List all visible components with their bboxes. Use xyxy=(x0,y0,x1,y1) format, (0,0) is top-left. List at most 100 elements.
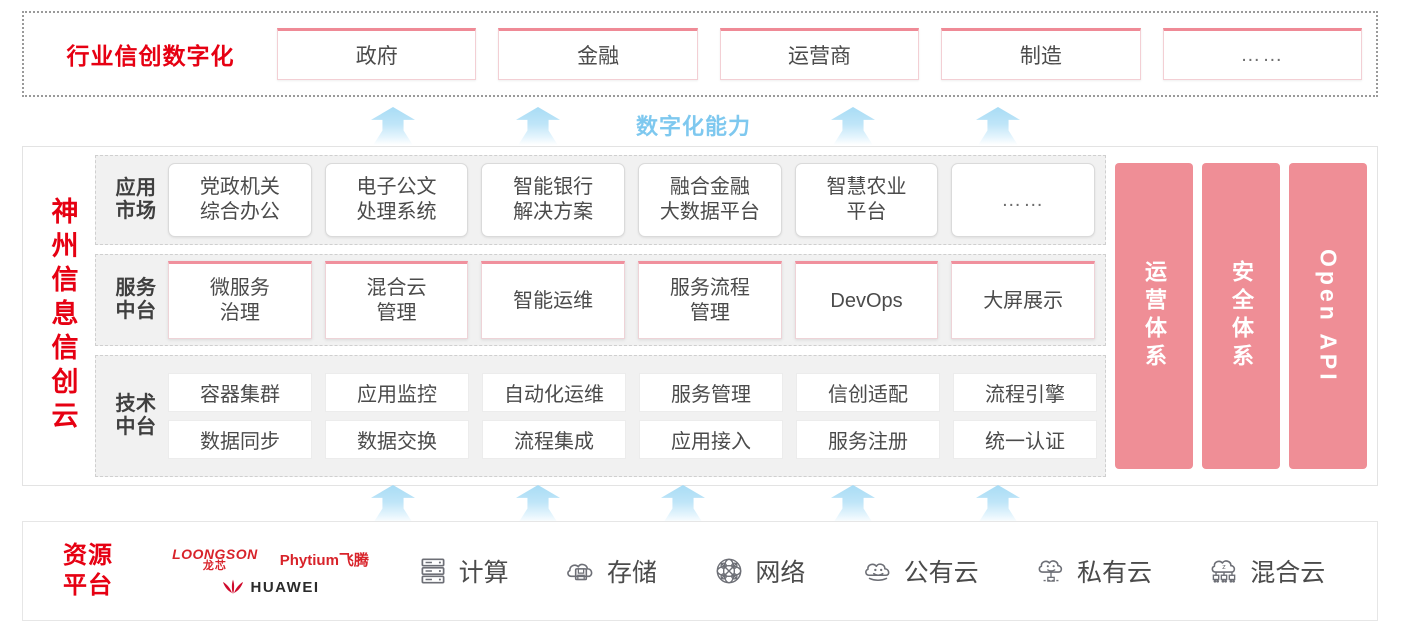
app-card-party-gov-office[interactable]: 党政机关 综合办公 xyxy=(168,163,312,237)
app-card-line1: 融合金融 xyxy=(669,176,750,198)
tech-card-process-engine[interactable]: 流程引擎 xyxy=(953,373,1097,412)
row-service-platform: 服务 中台 微服务 治理 混合云 管理 xyxy=(95,254,1106,346)
platform-body: 应用 市场 党政机关 综合办公 电子公文 处理系统 xyxy=(95,147,1377,485)
huawei-logo-text: HUAWEI xyxy=(250,578,320,596)
row-label-line1: 技术 xyxy=(115,393,157,415)
industry-card-list: 政府 金融 运营商 制造 …… xyxy=(277,28,1376,80)
tech-card-app-monitoring[interactable]: 应用监控 xyxy=(325,373,469,412)
app-card-line2: 平台 xyxy=(846,201,887,223)
service-card-line1: 混合云 xyxy=(366,277,427,299)
loongson-logo-en: LOONGSON xyxy=(172,545,258,562)
service-card-line1: 服务流程 xyxy=(669,277,750,299)
resource-panel-title: 资源 平台 xyxy=(23,541,153,601)
service-card-service-process-mgmt[interactable]: 服务流程 管理 xyxy=(638,261,782,339)
up-arrow-icon xyxy=(516,107,560,145)
tech-grid-row: 数据同步 数据交换 流程集成 应用接入 服务注册 统一认证 xyxy=(168,420,1097,459)
tech-card-unified-auth[interactable]: 统一认证 xyxy=(953,420,1097,459)
svg-text:z: z xyxy=(1222,562,1226,571)
app-card-line1: 智慧农业 xyxy=(826,176,907,198)
row-label-app-market: 应用 市场 xyxy=(104,177,168,223)
huawei-flower-icon xyxy=(222,579,243,594)
industry-card-government[interactable]: 政府 xyxy=(277,28,477,80)
row-label-line2: 中台 xyxy=(115,416,157,438)
side-column-security-system[interactable]: 安全体系 xyxy=(1202,163,1280,469)
resource-item-label: 存储 xyxy=(606,559,657,587)
app-card-more[interactable]: …… xyxy=(951,163,1096,237)
network-mesh-icon xyxy=(716,558,742,584)
service-card-line2: 管理 xyxy=(376,302,417,324)
tech-card-service-mgmt[interactable]: 服务管理 xyxy=(639,373,783,412)
resource-item-compute[interactable]: 计算 xyxy=(416,553,509,589)
up-arrow-icon xyxy=(516,485,560,523)
tech-card-container-cluster[interactable]: 容器集群 xyxy=(168,373,312,412)
app-card-edoc-system[interactable]: 电子公文 处理系统 xyxy=(324,163,469,237)
app-card-line2: 大数据平台 xyxy=(659,201,760,223)
industry-card-finance[interactable]: 金融 xyxy=(498,28,698,80)
resource-item-label: 混合云 xyxy=(1250,559,1326,587)
tech-card-service-registry[interactable]: 服务注册 xyxy=(796,420,940,459)
up-arrow-icon xyxy=(976,485,1020,523)
tech-card-data-sync[interactable]: 数据同步 xyxy=(168,420,312,459)
resource-item-storage[interactable]: 存储 xyxy=(564,553,657,589)
capability-arrow-strip: 数字化能力 xyxy=(0,103,1402,145)
resource-arrow-strip xyxy=(0,485,1402,523)
platform-title-text: 神州信息信创云 xyxy=(47,197,78,435)
app-card-smart-agriculture[interactable]: 智慧农业 平台 xyxy=(794,163,939,237)
private-cloud-icon xyxy=(1038,560,1063,582)
tech-card-app-access[interactable]: 应用接入 xyxy=(639,420,783,459)
side-column-label: Open API xyxy=(1315,248,1342,384)
resource-item-public-cloud[interactable]: 公有云 xyxy=(861,553,979,589)
hybrid-cloud-icon: z xyxy=(1211,560,1236,583)
app-card-line2: 处理系统 xyxy=(356,201,437,223)
side-column-label: 运营体系 xyxy=(1142,260,1167,372)
resource-item-label: 公有云 xyxy=(903,559,979,587)
up-arrow-icon xyxy=(831,485,875,523)
server-icon xyxy=(421,558,445,584)
up-arrow-icon xyxy=(371,107,415,145)
service-card-intelligent-ops[interactable]: 智能运维 xyxy=(481,261,626,339)
service-card-line2: 治理 xyxy=(219,302,260,324)
service-card-large-screen-display[interactable]: 大屏展示 xyxy=(951,261,1096,339)
service-card-hybrid-cloud-mgmt[interactable]: 混合云 管理 xyxy=(324,261,469,339)
up-arrow-icon xyxy=(976,107,1020,145)
tech-card-automated-ops[interactable]: 自动化运维 xyxy=(482,373,626,412)
service-card-microservice-governance[interactable]: 微服务 治理 xyxy=(168,261,312,339)
resource-item-hybrid-cloud[interactable]: z 混合云 xyxy=(1207,553,1325,589)
service-card-devops[interactable]: DevOps xyxy=(794,261,939,339)
app-card-line1: 电子公文 xyxy=(356,176,437,198)
app-card-finance-bigdata[interactable]: 融合金融 大数据平台 xyxy=(638,163,782,237)
tech-card-data-exchange[interactable]: 数据交换 xyxy=(325,420,469,459)
app-card-line2: 解决方案 xyxy=(513,201,594,223)
platform-panel: 神州信息信创云 应用 市场 党政机关 综合办公 xyxy=(22,146,1378,486)
row-label-line1: 应用 xyxy=(115,177,157,199)
huawei-logo: HUAWEI xyxy=(222,579,320,596)
row-tech-platform: 技术 中台 容器集群 应用监控 自动化运维 服务管理 信创适配 流程引擎 数据同… xyxy=(95,355,1106,477)
industry-card-manufacturing[interactable]: 制造 xyxy=(941,28,1141,80)
up-arrow-icon xyxy=(831,107,875,145)
resource-item-label: 私有云 xyxy=(1076,559,1152,587)
platform-rows: 应用 市场 党政机关 综合办公 电子公文 处理系统 xyxy=(95,155,1106,477)
industry-card-telecom[interactable]: 运营商 xyxy=(719,28,920,80)
app-card-smart-bank[interactable]: 智能银行 解决方案 xyxy=(481,163,626,237)
platform-title: 神州信息信创云 xyxy=(23,147,95,485)
resource-item-private-cloud[interactable]: 私有云 xyxy=(1034,553,1152,589)
vendor-logo-row: LOONGSON 龙芯 Phytium飞腾 xyxy=(172,547,369,572)
industry-card-more[interactable]: …… xyxy=(1162,28,1363,80)
industry-band: 行业信创数字化 政府 金融 运营商 制造 …… xyxy=(22,11,1378,97)
app-card-line2: 综合办公 xyxy=(199,201,280,223)
resource-item-network[interactable]: 网络 xyxy=(712,553,805,589)
up-arrow-icon xyxy=(661,485,705,523)
public-cloud-icon xyxy=(864,563,890,582)
app-card-line1: 智能银行 xyxy=(513,176,594,198)
capability-label: 数字化能力 xyxy=(636,114,752,139)
row-label-service-platform: 服务 中台 xyxy=(104,277,168,323)
tech-card-process-integration[interactable]: 流程集成 xyxy=(482,420,626,459)
resource-item-label: 计算 xyxy=(458,559,509,587)
tech-card-xinchuang-adaptation[interactable]: 信创适配 xyxy=(796,373,940,412)
side-column-operations-system[interactable]: 运营体系 xyxy=(1115,163,1193,469)
side-column-open-api[interactable]: Open API xyxy=(1289,163,1367,469)
up-arrow-icon xyxy=(371,485,415,523)
resource-panel: 资源 平台 LOONGSON 龙芯 Phytium飞腾 HUAWEI xyxy=(22,521,1378,621)
industry-band-title: 行业信创数字化 xyxy=(66,43,235,69)
service-card-line2: 管理 xyxy=(689,302,730,324)
